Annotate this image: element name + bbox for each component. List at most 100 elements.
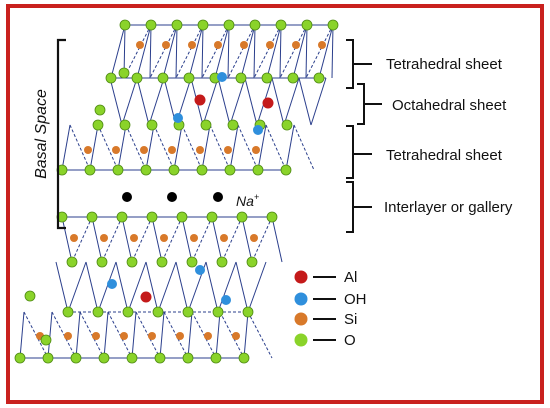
legend-o-swatch [294,333,308,347]
oxygen-atom [145,19,157,31]
oxygen-atom [182,352,194,364]
bond [175,24,204,79]
octahedral-sheet-label: Octahedral sheet [392,97,507,114]
basal-space-label: Basal Space [33,89,50,179]
bond [175,261,189,313]
oxygen-atom [42,352,54,364]
oxygen-atom [206,211,218,223]
bond [97,261,117,313]
oxygen-atom [238,352,250,364]
oxygen-atom [186,256,198,268]
bond [159,311,165,359]
bond [181,216,193,263]
bond [110,24,126,79]
bond [109,77,123,126]
bond [89,124,99,171]
bond [188,24,204,79]
bond [136,77,150,126]
oxygen-atom [94,104,106,116]
bond [247,261,267,313]
oxygen-atom [223,19,235,31]
silicon-atom [64,332,72,340]
bond [121,216,133,263]
oxygen-atom [275,19,287,31]
bond [235,261,249,313]
bond [69,124,91,171]
oxygen-atom [92,119,104,131]
bond [293,124,315,171]
oxygen-atom [156,256,168,268]
hydroxyl-group [173,113,183,123]
silicon-atom [250,234,258,242]
silicon-atom [136,41,144,49]
oxygen-atom [249,19,261,31]
aluminium-atom [262,97,274,109]
oxygen-atom [242,306,254,318]
oxygen-atom [216,256,228,268]
silicon-atom [266,41,274,49]
bond [331,24,334,79]
legend-al-swatch [294,270,308,284]
oxygen-atom [261,72,273,84]
bond [292,24,308,79]
bond [85,261,99,313]
oxygen-atom [24,290,36,302]
bond [121,77,138,126]
oxygen-atom [224,164,236,176]
oxygen-atom [131,72,143,84]
aluminium-atom [194,94,206,106]
bond [117,124,127,171]
silicon-atom [252,146,260,154]
bond [285,124,295,171]
oxygen-atom [122,306,134,318]
oxygen-atom [196,164,208,176]
silicon-atom [112,146,120,154]
bond [149,24,178,79]
bond [205,261,219,313]
bond [163,311,189,359]
oxygen-atom [281,119,293,131]
oxygen-atom [70,352,82,364]
oxygen-atom [227,119,239,131]
bond [283,77,300,126]
silicon-atom [120,332,128,340]
hydroxyl-group [217,72,227,82]
bond [279,24,308,79]
oxygen-atom [246,256,258,268]
oxygen-atom [183,72,195,84]
bond [131,216,153,263]
bond [51,311,77,359]
oxygen-atom [126,352,138,364]
legend-oh-label: OH [344,291,367,308]
hydroxyl-group [253,125,263,135]
silicon-atom [168,146,176,154]
oxygen-atom [105,72,117,84]
bond [305,24,308,79]
silicon-atom [100,234,108,242]
silicon-atom [232,332,240,340]
bond [209,124,231,171]
sodium-ion [213,192,223,202]
legend-al-label: Al [344,269,357,286]
silicon-atom [292,41,300,49]
bond [215,311,221,359]
oxygen-atom [327,19,339,31]
bond [227,24,256,79]
interlayer-brace [346,181,372,233]
sodium-charge: + [254,192,259,202]
bond [19,311,25,359]
bond [47,311,53,359]
oxygen-atom [157,72,169,84]
oxygen-atom [154,352,166,364]
oxygen-atom [119,119,131,131]
sodium-ion-label: Na+ [236,192,259,209]
bond [161,216,183,263]
bond [244,77,258,126]
bond [217,77,231,126]
sodium-ion [167,192,177,202]
silicon-atom [188,41,196,49]
oxygen-atom [140,164,152,176]
bond [175,24,178,79]
oxygen-atom [126,256,138,268]
